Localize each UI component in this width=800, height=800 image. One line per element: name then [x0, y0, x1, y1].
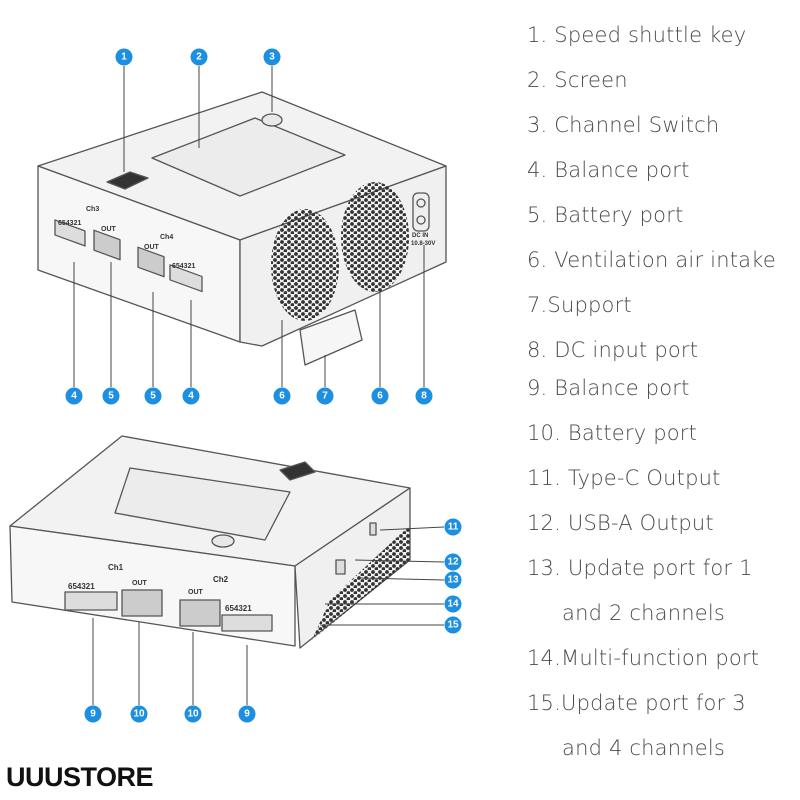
callout-10: 10	[184, 705, 202, 723]
callout-10: 10	[130, 705, 148, 723]
ch1-balance-pins: 654321	[68, 582, 95, 591]
callout-3: 3	[263, 48, 281, 66]
legend-item-8: 8. DC input port	[527, 338, 699, 362]
callout-9: 9	[84, 705, 102, 723]
callout-6: 6	[371, 387, 389, 405]
callout-4: 4	[65, 387, 83, 405]
callout-6: 6	[273, 387, 291, 405]
callout-4: 4	[182, 387, 200, 405]
legend-item-13: 13. Update port for 1	[527, 556, 753, 580]
callout-14: 14	[444, 595, 462, 613]
callout-12: 12	[444, 553, 462, 571]
dc-voltage-label: 10.8-30V	[411, 241, 436, 247]
battery-port-ch3	[93, 229, 121, 261]
callout-8: 8	[415, 387, 433, 405]
legend-item-7: 7.Support	[527, 293, 632, 317]
battery-port-ch4	[137, 246, 165, 278]
charger-top-view	[37, 91, 447, 366]
callout-13: 13	[444, 571, 462, 589]
legend-item-12: 12. USB-A Output	[527, 511, 714, 535]
ch1-label: Ch1	[108, 563, 124, 572]
legend-item-15: 15.Update port for 3	[527, 691, 746, 715]
ch1-out-label: OUT	[132, 580, 147, 587]
balance-port-ch3	[54, 219, 86, 247]
ch4-out-label: OUT	[144, 244, 159, 251]
ch3-label: Ch3	[86, 206, 100, 213]
ch2-label: Ch2	[213, 575, 229, 584]
leader-lines	[73, 66, 445, 705]
callout-15: 15	[444, 616, 462, 634]
vent-right	[341, 182, 409, 292]
ch2-out-label: OUT	[188, 589, 203, 596]
ch4-balance-pins: 654321	[172, 263, 196, 270]
battery-port-ch2	[179, 599, 221, 627]
ch4-label: Ch4	[160, 234, 174, 241]
dc-in-label: DC IN	[412, 233, 429, 239]
legend-item-14: 14.Multi-function port	[527, 646, 760, 670]
ch2-balance-pins: 654321	[225, 604, 252, 613]
legend-item-10: 10. Battery port	[527, 421, 698, 445]
callout-5: 5	[102, 387, 120, 405]
support-stand	[299, 309, 363, 366]
legend-item-13-cont: and 2 channels	[562, 601, 726, 625]
legend-item-11: 11. Type-C Output	[527, 466, 721, 490]
battery-port-ch1	[121, 589, 163, 617]
legend-item-6: 6. Ventilation air intake	[527, 248, 776, 272]
screen-bottom	[114, 467, 291, 541]
legend-item-4: 4. Balance port	[527, 158, 690, 182]
callout-7: 7	[316, 387, 334, 405]
callout-9: 9	[238, 705, 256, 723]
channel-switch	[261, 113, 283, 127]
legend-item-1: 1. Speed shuttle key	[527, 23, 747, 47]
legend-item-9: 9. Balance port	[527, 376, 690, 400]
speed-shuttle-key	[106, 171, 149, 190]
ch3-out-label: OUT	[101, 226, 116, 233]
callout-1: 1	[115, 48, 133, 66]
legend-item-5: 5. Battery port	[527, 203, 684, 227]
vent-left	[271, 209, 339, 321]
legend-item-2: 2. Screen	[527, 68, 628, 92]
callout-2: 2	[190, 48, 208, 66]
callout-5: 5	[144, 387, 162, 405]
legend-item-3: 3. Channel Switch	[527, 113, 720, 137]
legend-item-15-cont: and 4 channels	[562, 736, 726, 760]
balance-port-ch2	[221, 614, 273, 632]
balance-port-ch4	[169, 264, 203, 293]
ch3-balance-pins: 654321	[58, 220, 82, 227]
charger-front-view	[9, 435, 411, 649]
watermark: UUUSTORE	[6, 762, 154, 792]
balance-port-ch1	[64, 591, 118, 611]
callout-11: 11	[444, 518, 462, 536]
speed-shuttle-key-bottom	[279, 461, 316, 481]
screen	[151, 117, 346, 197]
